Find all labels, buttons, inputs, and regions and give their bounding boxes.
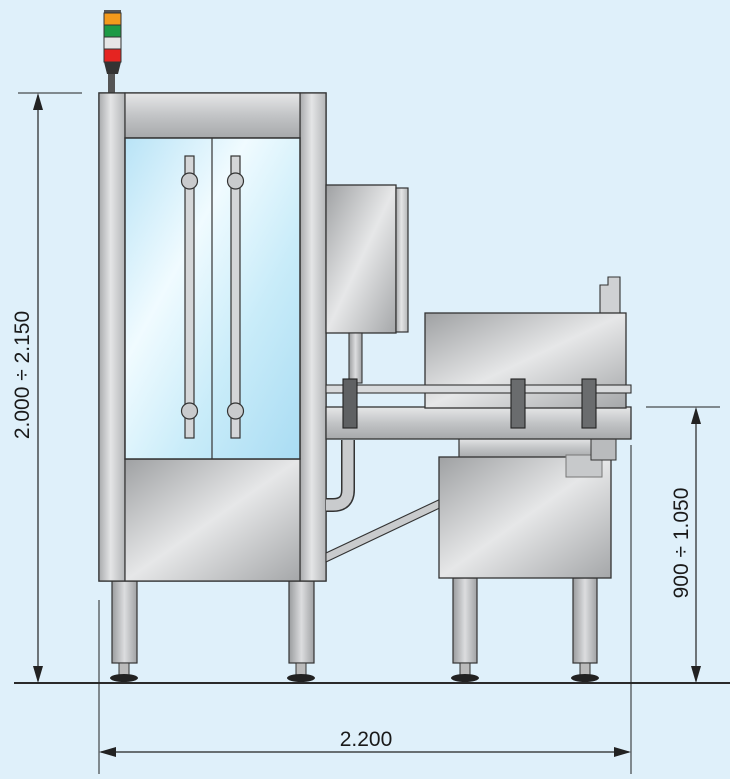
conveyor-legs <box>451 577 599 682</box>
conveyor-height-dimension: 900 ÷ 1.050 <box>646 406 720 683</box>
cabinet-legs <box>110 579 315 682</box>
height-dimension: 2.000 ÷ 2.150 <box>11 92 82 683</box>
signal-tower-icon <box>103 10 122 94</box>
door-handle-right <box>226 155 245 439</box>
width-dimension-label: 2.200 <box>340 728 393 751</box>
control-box <box>325 184 409 384</box>
conveyor-bed <box>325 406 632 440</box>
glass-doors <box>124 137 301 460</box>
door-handle-left <box>180 155 199 439</box>
conveyor-height-label: 900 ÷ 1.050 <box>670 488 693 599</box>
height-dimension-label: 2.000 ÷ 2.150 <box>11 311 34 439</box>
conveyor-base <box>438 437 617 579</box>
guide-rail <box>325 378 632 429</box>
width-dimension: 2.200 <box>98 445 632 774</box>
